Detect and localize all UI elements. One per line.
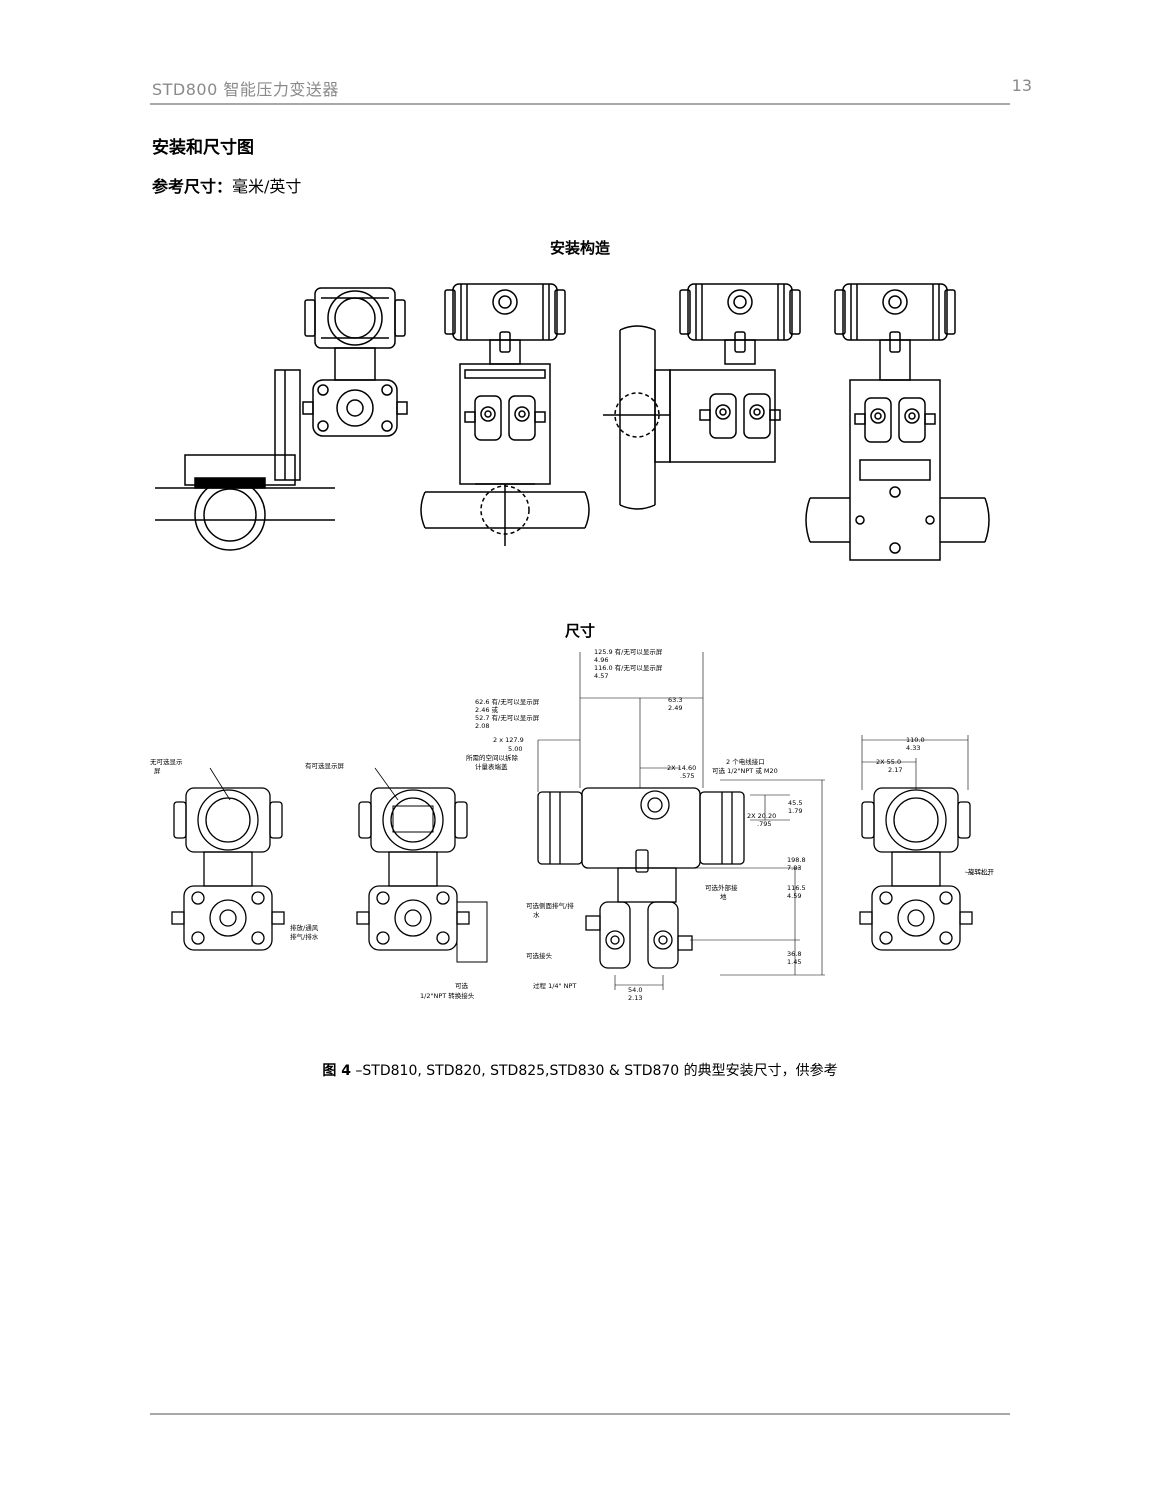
note-side-drain: 可选侧面排气/排	[526, 901, 574, 910]
note-optional-fitting: 可选接头	[526, 951, 553, 960]
note-conduit-option: 可选 1/2"NPT 或 M20	[712, 766, 778, 775]
dimensions-figure-title: 尺寸	[564, 622, 595, 640]
note-meter-cover: 计量表端盖	[475, 762, 508, 771]
dim-2-13: 2.13	[628, 994, 642, 1002]
dim-55-0: 2X 55.0	[876, 758, 901, 766]
note-side-vent: 排放/通风	[290, 923, 319, 932]
dim-4-33: 4.33	[906, 744, 920, 752]
dim-14-60: 2X 14.60	[667, 764, 696, 772]
note-no-display: 无可选显示	[150, 757, 183, 766]
dim-20-20: 2X 20.20	[747, 812, 776, 820]
note-side-vent-2: 排气/排水	[290, 932, 319, 941]
dim-62-6: 62.6 有/无可以显示屏	[475, 697, 540, 706]
dim-45-5: 45.5	[788, 799, 802, 807]
footer-rule	[150, 1413, 1010, 1415]
dim-110-0: 110.0	[906, 736, 925, 744]
dim-198-8: 198.8	[787, 856, 806, 864]
note-removal-space: 所需的空间以拆除	[466, 753, 519, 762]
reference-label: 参考尺寸：	[152, 177, 233, 196]
note-external-ground-2: 地	[720, 892, 727, 901]
header-rule	[150, 103, 1010, 105]
dim-2-17: 2.17	[888, 766, 902, 774]
dim-2-46: 2.46 或	[475, 705, 499, 714]
dim-4-96: 4.96	[594, 656, 608, 664]
dim-4-57: 4.57	[594, 672, 608, 680]
figure-caption: 图 4 –STD810, STD820, STD825,STD830 & STD…	[150, 1060, 1010, 1080]
note-side-drain-2: 水	[533, 910, 540, 919]
page-number: 13	[1011, 76, 1032, 95]
dim-0-575: .575	[680, 772, 694, 780]
dim-52-7: 52.7 有/无可以显示屏	[475, 713, 540, 722]
dim-1-45: 1.45	[787, 958, 801, 966]
note-optional-adapter: 1/2"NPT 转换接头	[420, 991, 475, 1000]
dim-127-9: 2 x 127.9	[493, 736, 524, 744]
note-no-display-2: 屏	[154, 767, 161, 775]
figure-caption-label: 图 4	[322, 1063, 351, 1079]
note-process-npt: 过程 1/4" NPT	[533, 981, 576, 990]
mounting-configurations-drawing	[155, 270, 1005, 570]
running-header-title: STD800 智能压力变送器	[152, 80, 339, 99]
dim-0-795: .795	[757, 820, 771, 828]
dim-54-0: 54.0	[628, 986, 642, 994]
dim-63-3: 63.3	[668, 696, 682, 704]
dim-4-59: 4.59	[787, 892, 801, 900]
note-optional: 可选	[455, 981, 469, 990]
dim-125-9: 125.9 有/无可以显示屏	[594, 647, 663, 656]
note-rotation-release: 旋转松开	[968, 867, 995, 876]
figure-caption-text: –STD810, STD820, STD825,STD830 & STD870 …	[350, 1063, 838, 1079]
dim-7-83: 7.83	[787, 864, 801, 872]
reference-dimensions-line: 参考尺寸：毫米/英寸	[152, 173, 301, 197]
note-external-ground: 可选外部接	[705, 883, 738, 892]
note-conduit-entries: 2 个电线接口	[726, 757, 765, 766]
reference-units: 毫米/英寸	[232, 177, 302, 196]
mounting-figure-title: 安装构造	[549, 239, 610, 257]
dim-116-0: 116.0 有/无可以显示屏	[594, 663, 663, 672]
note-with-display: 有可选显示屏	[305, 761, 345, 770]
section-heading: 安装和尺寸图	[152, 138, 254, 158]
dim-36-8: 36.8	[787, 950, 801, 958]
dim-1-79: 1.79	[788, 807, 802, 815]
dim-2-49: 2.49	[668, 704, 682, 712]
dim-2-08: 2.08	[475, 722, 489, 730]
dim-5-00: 5.00	[508, 745, 522, 753]
dim-116-5: 116.5	[787, 884, 806, 892]
dimensions-drawing: 无可选显示 屏 有可选显示屏 排放/通风 排气/排水 可选 1/2"NPT 转换…	[150, 640, 1010, 1020]
